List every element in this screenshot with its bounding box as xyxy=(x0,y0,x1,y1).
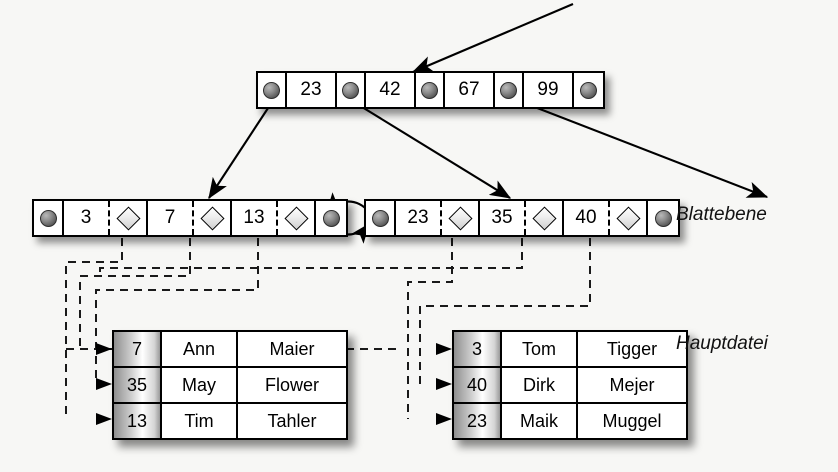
link-leaf-r-d1 xyxy=(407,238,453,419)
arrowhead-right-row3 xyxy=(436,413,452,425)
row-key: 35 xyxy=(114,368,162,402)
row-first-name: Dirk xyxy=(502,368,578,402)
wurzelknoten-pointer-6[interactable] xyxy=(495,73,524,107)
record-diamond-icon xyxy=(615,205,641,231)
record-diamond-icon xyxy=(115,205,141,231)
blattknoten-links-key-3[interactable]: 3 xyxy=(64,201,110,235)
wurzelknoten-key-42[interactable]: 42 xyxy=(366,73,416,107)
row-first-name: Maik xyxy=(502,404,578,438)
row-first-name: Ann xyxy=(162,332,238,366)
blattknoten-links-pointer-0[interactable] xyxy=(34,201,64,235)
key-value: 3 xyxy=(80,207,92,228)
record-diamond-icon xyxy=(531,205,557,231)
row-first-name: Tim xyxy=(162,404,238,438)
key-value: 42 xyxy=(379,79,401,100)
edge-root-to-right-subtree xyxy=(513,98,769,198)
link-leaf-r-d2 xyxy=(99,238,523,276)
row-last-name: Tigger xyxy=(606,338,658,359)
pointer-dot-icon xyxy=(580,81,597,99)
key-value: 99 xyxy=(537,79,559,100)
arrowhead-right-row2 xyxy=(436,378,452,390)
record-diamond-icon xyxy=(283,205,309,231)
caption-leaf-level: Blattebene xyxy=(676,204,767,225)
row-key: 23 xyxy=(454,404,502,438)
blattknoten-rechts-record-pointer-6[interactable] xyxy=(610,201,648,235)
wurzelknoten-key-99[interactable]: 99 xyxy=(524,73,574,107)
key-value: 13 xyxy=(243,207,265,228)
arrowhead-right-row1 xyxy=(436,343,452,355)
blattknoten-rechts-pointer-7[interactable] xyxy=(648,201,678,235)
arrowhead-left-row3 xyxy=(96,413,112,425)
arrowhead-left-row1 xyxy=(96,343,112,355)
leaf-node-left[interactable]: 3 7 13 xyxy=(32,199,348,237)
blattknoten-links-record-pointer-2[interactable] xyxy=(110,201,148,235)
row-key: 3 xyxy=(454,332,502,366)
row-last-name: Muggel xyxy=(602,410,662,431)
pointer-dot-icon xyxy=(342,81,359,99)
root-node[interactable]: 23 42 67 99 xyxy=(256,71,605,109)
key-value: 40 xyxy=(575,207,597,228)
key-value: 23 xyxy=(407,207,429,228)
wurzelknoten-pointer-2[interactable] xyxy=(337,73,366,107)
blattknoten-links-record-pointer-6[interactable] xyxy=(278,201,316,235)
row-key: 7 xyxy=(114,332,162,366)
edge-root-to-left-leaf xyxy=(208,98,275,200)
incoming-root-arrow xyxy=(411,3,574,73)
wurzelknoten-key-23[interactable]: 23 xyxy=(287,73,337,107)
record-diamond-icon xyxy=(199,205,225,231)
key-value: 67 xyxy=(458,79,480,100)
pointer-dot-icon xyxy=(39,209,57,227)
wurzelknoten-pointer-4[interactable] xyxy=(416,73,445,107)
blattknoten-links-key-13[interactable]: 13 xyxy=(232,201,278,235)
wurzelknoten-key-67[interactable]: 67 xyxy=(445,73,495,107)
edge-root-to-right-leaf xyxy=(348,98,512,199)
pointer-dot-icon xyxy=(322,209,340,227)
pointer-dot-icon xyxy=(500,81,517,99)
pointer-dot-icon xyxy=(654,209,672,227)
row-key: 13 xyxy=(114,404,162,438)
blattknoten-links-pointer-7[interactable] xyxy=(316,201,346,235)
blattknoten-rechts-key-35[interactable]: 35 xyxy=(480,201,526,235)
caption-main-file: Hauptdatei xyxy=(676,333,768,354)
pointer-dot-icon xyxy=(421,81,438,99)
row-last-name: Flower xyxy=(264,374,319,395)
wurzelknoten-pointer-8[interactable] xyxy=(574,73,603,107)
row-first-name: Tom xyxy=(502,332,578,366)
key-value: 7 xyxy=(164,207,176,228)
row-last-name: Tahler xyxy=(267,410,317,431)
wurzelknoten-pointer-0[interactable] xyxy=(258,73,287,107)
leaf-node-right[interactable]: 23 35 40 xyxy=(364,199,680,237)
blattknoten-links-record-pointer-4[interactable] xyxy=(194,201,232,235)
blattknoten-rechts-key-40[interactable]: 40 xyxy=(564,201,610,235)
blattknoten-rechts-pointer-0[interactable] xyxy=(366,201,396,235)
blattknoten-links-key-7[interactable]: 7 xyxy=(148,201,194,235)
key-value: 35 xyxy=(491,207,513,228)
row-last-name: Mejer xyxy=(609,374,655,395)
arrowhead-left-row2 xyxy=(96,378,112,390)
pointer-dot-icon xyxy=(371,209,389,227)
record-diamond-icon xyxy=(447,205,473,231)
blattknoten-rechts-key-23[interactable]: 23 xyxy=(396,201,442,235)
key-value: 23 xyxy=(300,79,322,100)
blattknoten-rechts-record-pointer-4[interactable] xyxy=(526,201,564,235)
pointer-dot-icon xyxy=(263,81,280,99)
blattknoten-rechts-record-pointer-2[interactable] xyxy=(442,201,480,235)
row-last-name: Maier xyxy=(269,338,315,359)
row-key: 40 xyxy=(454,368,502,402)
row-first-name: May xyxy=(162,368,238,402)
